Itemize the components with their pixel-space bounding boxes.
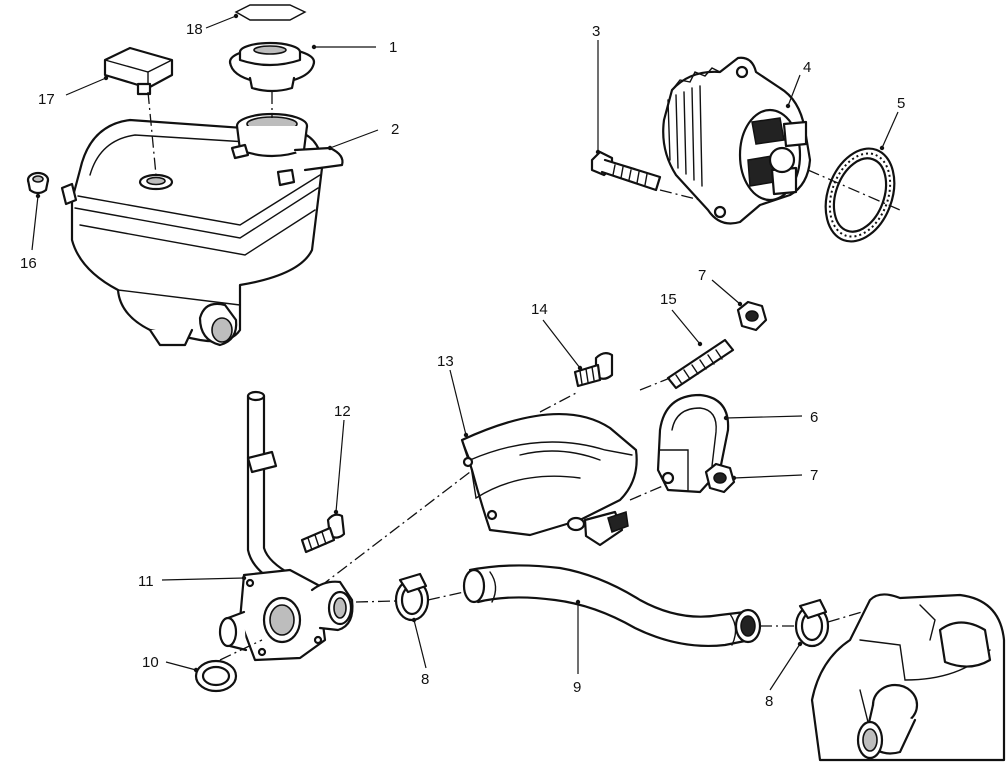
callout-14: 14 <box>531 301 548 318</box>
part-18-cap-gasket <box>234 4 307 21</box>
part-14-bolt <box>573 351 614 388</box>
part-13-bracket <box>460 413 638 547</box>
part-8-clamp-right <box>794 598 830 648</box>
axis-housing-clamp <box>355 600 397 603</box>
part-7-nut-upper <box>736 300 768 332</box>
axis-clamp-engine <box>827 611 863 623</box>
part-12-bolt <box>300 513 346 554</box>
part-11-pipe-housing <box>218 390 354 662</box>
callout-15: 15 <box>660 291 677 308</box>
part-15-stud <box>666 338 735 390</box>
axis-oring <box>219 639 263 661</box>
part-16-fitting <box>26 171 50 195</box>
callout-4: 4 <box>803 59 811 76</box>
part-2-reservoir-tank <box>60 112 344 347</box>
callout-10: 10 <box>142 654 159 671</box>
callout-2: 2 <box>391 121 399 138</box>
axis-bolt-pump <box>659 189 701 201</box>
axis-clamp-hose <box>427 591 465 601</box>
part-7-nut-lower <box>704 462 736 494</box>
axis-pump-gasket <box>807 169 901 211</box>
callout-13: 13 <box>437 353 454 370</box>
callout-7-lower: 7 <box>810 467 818 484</box>
callout-3: 3 <box>592 23 600 40</box>
callout-17: 17 <box>38 91 55 108</box>
callout-8-right: 8 <box>765 693 773 710</box>
engine-block-section <box>810 593 1006 762</box>
callout-8-left: 8 <box>421 671 429 688</box>
part-17-sensor-cap <box>103 46 174 96</box>
part-10-oring <box>194 659 238 693</box>
callout-leaders <box>31 13 899 691</box>
callout-16: 16 <box>20 255 37 272</box>
axis-stud-clamp <box>639 377 671 391</box>
axis-bolt-bracket <box>539 391 579 413</box>
part-9-hose <box>462 564 762 648</box>
part-1-pressure-cap <box>228 41 316 93</box>
callout-labels: 18 1 2 17 16 3 4 5 7 15 14 13 6 7 12 11 … <box>20 21 905 710</box>
axis-sensor-cap <box>147 91 157 176</box>
callout-18: 18 <box>186 21 203 38</box>
part-4-water-pump <box>662 56 812 225</box>
callout-9: 9 <box>573 679 581 696</box>
callout-1: 1 <box>389 39 397 56</box>
callout-11: 11 <box>138 573 154 590</box>
callout-12: 12 <box>334 403 351 420</box>
axis-bracket-clamp <box>629 484 666 501</box>
callout-6: 6 <box>810 409 818 426</box>
part-5-pump-gasket <box>824 147 896 243</box>
callout-7-upper: 7 <box>698 267 706 284</box>
callout-5: 5 <box>897 95 905 112</box>
part-8-clamp-left <box>394 572 430 622</box>
part-3-bolt <box>590 150 662 192</box>
